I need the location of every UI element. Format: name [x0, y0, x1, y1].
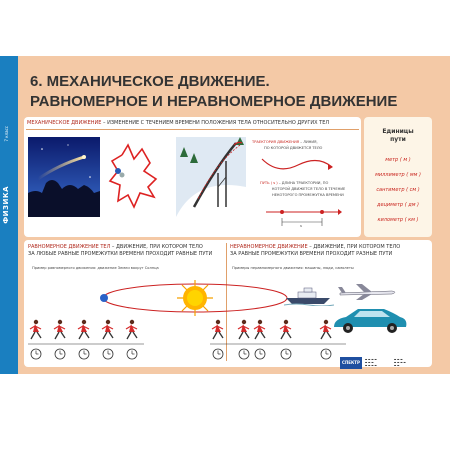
- mechanical-motion-definition: МЕХАНИЧЕСКОЕ ДВИЖЕНИЕ – ИЗМЕНЕНИЕ С ТЕЧЕ…: [27, 120, 357, 127]
- path-s-label: s: [300, 224, 302, 228]
- unit-item: дециметр ( дм ): [376, 202, 420, 208]
- car-image: [334, 309, 407, 333]
- runner-figure: [211, 319, 224, 340]
- path-text-2: КОТОРОЙ ДВИЖЕТСЯ ТЕЛО В ТЕЧЕНИЕ: [272, 187, 346, 191]
- page-title-line1: 6. МЕХАНИЧЕСКОЕ ДВИЖЕНИЕ.: [30, 73, 270, 90]
- uniform-motion-text-1: – ДВИЖЕНИЕ, ПРИ КОТОРОМ ТЕЛО: [110, 244, 203, 250]
- unit-item: метр ( м ): [385, 157, 411, 163]
- trajectory-curve: [261, 158, 333, 170]
- uniform-motion-term: РАВНОМЕРНОЕ ДВИЖЕНИЕ ТЕЛ: [28, 244, 111, 250]
- clock-icon: [30, 348, 42, 360]
- path-definition: ПУТЬ ( s ) – ДЛИНА ТРАЕКТОРИИ, ПО: [260, 181, 328, 185]
- runner-figure: [319, 319, 332, 340]
- clock-icon: [54, 348, 66, 360]
- airplane-image: [338, 284, 396, 300]
- subject-label: ФИЗИКА: [2, 186, 10, 224]
- subject-sidebar: ФИЗИКА 7 класс: [0, 56, 18, 374]
- units-title-line2: пути: [390, 136, 406, 143]
- path-segment-diagram: [266, 209, 342, 226]
- units-title: Единицы пути: [364, 128, 432, 144]
- nonuniform-example: Примеры неравномерного движения: машины,…: [232, 266, 354, 270]
- clock-icon: [280, 348, 292, 360]
- night-sky-comet-image: [28, 137, 100, 217]
- runners-strip: [28, 319, 346, 360]
- unit-item: сантиметр ( см ): [376, 187, 420, 193]
- trajectory-definition: ТРАЕКТОРИЯ ДВИЖЕНИЯ – ЛИНИЯ,: [252, 140, 318, 144]
- ski-jump-image: [176, 137, 246, 217]
- clock-icon: [78, 348, 90, 360]
- runner-figure: [237, 319, 250, 340]
- clock-icon: [238, 348, 250, 360]
- motion-types-panel: [24, 240, 432, 367]
- clock-icon: [320, 348, 332, 360]
- top-divider: [26, 129, 359, 130]
- publisher-logo: СПЕКТР: [340, 357, 362, 369]
- runner-figure: [101, 319, 114, 340]
- runner-figure: [53, 319, 66, 340]
- clock-icon: [126, 348, 138, 360]
- runner-figure: [125, 319, 138, 340]
- runner-figure: [77, 319, 90, 340]
- grade-label: 7 класс: [4, 126, 9, 142]
- trajectory-text-2: ПО КОТОРОЙ ДВИЖЕТСЯ ТЕЛО: [264, 146, 323, 150]
- clock-icon: [254, 348, 266, 360]
- mechanical-motion-term: МЕХАНИЧЕСКОЕ ДВИЖЕНИЕ: [27, 120, 102, 126]
- nonuniform-motion-text-1: – ДВИЖЕНИЕ, ПРИ КОТОРОМ ТЕЛО: [307, 244, 401, 250]
- runner-figure: [29, 319, 42, 340]
- nonuniform-motion-term: НЕРАВНОМЕРНОЕ ДВИЖЕНИЕ: [230, 244, 308, 250]
- runner-figure: [253, 319, 266, 340]
- units-title-line1: Единицы: [382, 128, 414, 135]
- clock-icon: [212, 348, 224, 360]
- mechanical-motion-text: – ИЗМЕНЕНИЕ С ТЕЧЕНИЕМ ВРЕМЕНИ ПОЛОЖЕНИЯ…: [101, 120, 330, 126]
- trajectory-term: ТРАЕКТОРИЯ ДВИЖЕНИЯ: [252, 140, 300, 144]
- publisher-info-2: ▬ ▬ ▬▬ ▬ ▬ ▬▬ ▬: [394, 358, 406, 367]
- bottom-divider: [226, 243, 227, 361]
- uniform-motion-text-2: ЗА ЛЮБЫЕ РАВНЫЕ ПРОМЕЖУТКИ ВРЕМЕНИ ПРОХО…: [28, 251, 213, 257]
- boat-image: [284, 287, 334, 306]
- trajectory-text: – ЛИНИЯ,: [299, 140, 318, 144]
- clock-icon: [102, 348, 114, 360]
- uniform-example: Пример равномерного движения: движение З…: [32, 266, 159, 270]
- uniform-motion-definition: РАВНОМЕРНОЕ ДВИЖЕНИЕ ТЕЛ – ДВИЖЕНИЕ, ПРИ…: [28, 244, 223, 258]
- unit-item: километр ( км ): [377, 217, 419, 223]
- nonuniform-motion-definition: НЕРАВНОМЕРНОЕ ДВИЖЕНИЕ – ДВИЖЕНИЕ, ПРИ К…: [230, 244, 430, 258]
- page-title-line2: РАВНОМЕРНОЕ И НЕРАВНОМЕРНОЕ ДВИЖЕНИЕ: [30, 93, 398, 110]
- unit-item: миллиметр ( мм ): [375, 172, 421, 178]
- publisher-info: ▬ ▬ ▬ ▬▬ ▬ ▬▬ ▬ ▬ ▬: [365, 358, 377, 367]
- path-term: ПУТЬ ( s ): [260, 181, 278, 185]
- path-text-3: НЕКОТОРОГО ПРОМЕЖУТКА ВРЕМЕНИ: [272, 193, 344, 197]
- runner-figure: [279, 319, 292, 340]
- random-trajectory-image: [108, 143, 158, 209]
- units-panel: [364, 117, 432, 237]
- earth-orbit-image: [100, 280, 288, 316]
- path-text: – ДЛИНА ТРАЕКТОРИИ, ПО: [277, 181, 329, 185]
- nonuniform-motion-text-2: ЗА РАВНЫЕ ПРОМЕЖУТКИ ВРЕМЕНИ ПРОХОДИТ РА…: [230, 251, 393, 257]
